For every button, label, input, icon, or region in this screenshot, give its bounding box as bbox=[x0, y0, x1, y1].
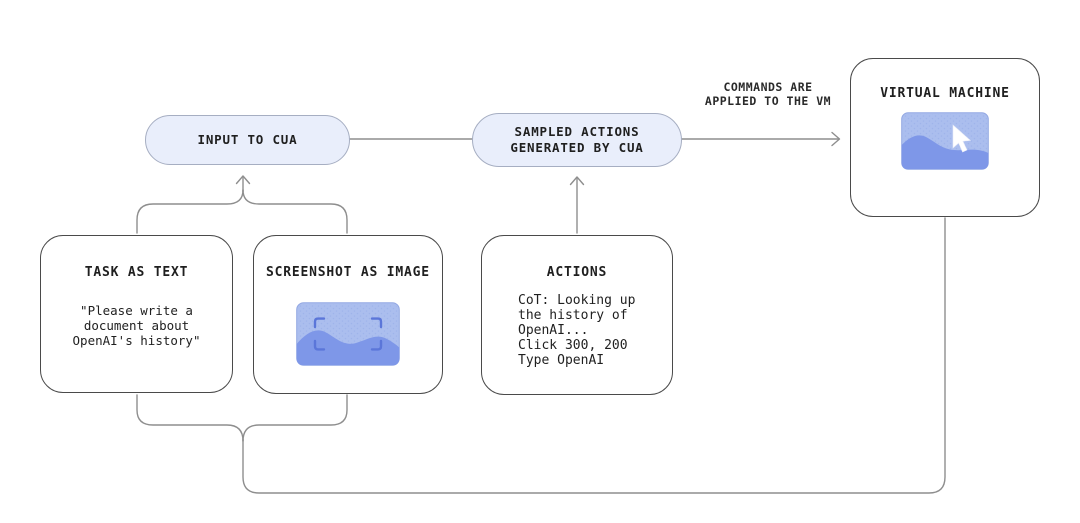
node-screenshot-as-image: SCREENSHOT AS IMAGE bbox=[253, 235, 443, 394]
node-screenshot-as-image-title: SCREENSHOT AS IMAGE bbox=[266, 265, 430, 280]
node-sampled-actions-label-line1: SAMPLED ACTIONS bbox=[514, 123, 640, 139]
vm-annotation-line2: APPLIED TO THE VM bbox=[704, 94, 832, 109]
actions-log-text: CoT: Looking up the history of OpenAI...… bbox=[518, 293, 636, 368]
node-sampled-actions: SAMPLED ACTIONS GENERATED BY CUA bbox=[472, 113, 682, 167]
cursor-arrow-icon bbox=[952, 124, 972, 153]
node-task-as-text-title: TASK AS TEXT bbox=[84, 265, 189, 280]
vm-annotation-line1: COMMANDS ARE bbox=[723, 80, 813, 94]
arrowhead-up-icon bbox=[569, 176, 585, 186]
node-actions: ACTIONS CoT: Looking up the history of O… bbox=[481, 235, 673, 395]
node-actions-title: ACTIONS bbox=[546, 265, 608, 280]
brace-bottom-left bbox=[136, 394, 244, 442]
brace-top-right bbox=[242, 189, 348, 234]
task-quote-text: "Please write a document about OpenAI's … bbox=[72, 303, 201, 348]
arrowhead-right-icon bbox=[831, 131, 841, 147]
node-virtual-machine-title: VIRTUAL MACHINE bbox=[880, 86, 1010, 101]
screen-with-cursor-icon bbox=[901, 112, 989, 174]
brace-top-left bbox=[136, 189, 244, 234]
brace-bottom-right bbox=[242, 394, 348, 442]
arrowhead-up-icon bbox=[235, 175, 251, 185]
node-sampled-actions-label-line2: GENERATED BY CUA bbox=[510, 140, 644, 155]
screenshot-viewfinder-icon bbox=[296, 302, 400, 370]
node-virtual-machine: VIRTUAL MACHINE bbox=[850, 58, 1040, 217]
node-input-to-cua: INPUT TO CUA bbox=[145, 115, 350, 165]
vm-annotation: COMMANDS ARE APPLIED TO THE VM bbox=[683, 80, 853, 109]
node-task-as-text: TASK AS TEXT "Please write a document ab… bbox=[40, 235, 233, 393]
node-input-to-cua-label: INPUT TO CUA bbox=[197, 131, 298, 147]
